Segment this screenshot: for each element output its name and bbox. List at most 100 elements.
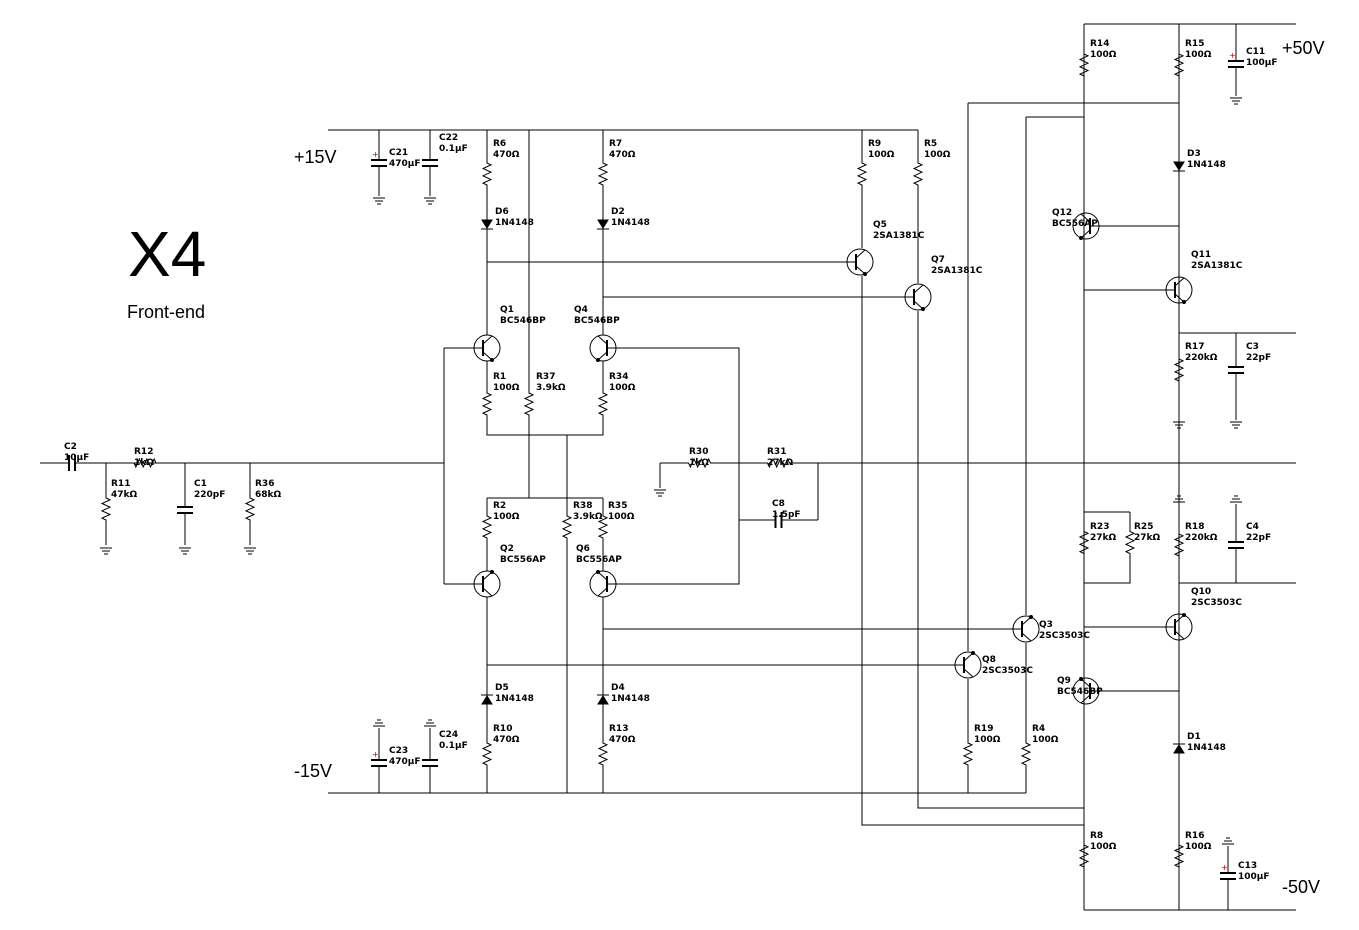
value-d3: 1N4148	[1187, 160, 1226, 170]
value-q8: 2SC3503C	[982, 666, 1033, 676]
polarity-mark: +	[372, 750, 379, 759]
polarity-mark: +	[1221, 863, 1228, 872]
wire	[913, 284, 924, 294]
resistor	[1124, 525, 1136, 560]
value-c21: 470µF	[389, 159, 421, 169]
wire	[1174, 293, 1185, 303]
ref-c2: C2	[64, 442, 77, 452]
resistor	[660, 457, 739, 469]
resistor	[739, 457, 818, 469]
resistor	[962, 740, 974, 768]
value-q4: BC546BP	[574, 316, 620, 326]
ref-q9: Q9	[1057, 676, 1071, 686]
transistor-body	[1072, 212, 1100, 240]
ref-r34: R34	[609, 372, 628, 382]
value-r35: 100Ω	[608, 512, 635, 522]
value-r25: 27kΩ	[1134, 533, 1161, 543]
ref-r23: R23	[1090, 522, 1109, 532]
wire	[963, 668, 974, 678]
ref-q10: Q10	[1191, 587, 1211, 597]
ref-r19: R19	[974, 724, 993, 734]
transistor-body	[1165, 613, 1193, 641]
diode-triangle	[1173, 744, 1185, 754]
value-r38: 3.9kΩ	[573, 512, 603, 522]
resistor	[1173, 840, 1185, 872]
resistor	[126, 457, 164, 469]
wire	[1080, 678, 1091, 688]
value-c1: 220pF	[194, 490, 225, 500]
ref-r31: R31	[767, 447, 786, 457]
resistor	[100, 493, 112, 525]
resistor	[1173, 530, 1185, 560]
ref-r16: R16	[1185, 831, 1204, 841]
resistor	[1173, 50, 1185, 80]
wire	[1080, 229, 1091, 239]
value-r9: 100Ω	[868, 150, 895, 160]
transistor-arrow	[971, 651, 975, 655]
ref-d3: D3	[1187, 149, 1201, 159]
resistor	[597, 514, 609, 540]
diode-triangle	[481, 219, 493, 229]
ref-r30: R30	[689, 447, 708, 457]
rail-label-pos15: +15V	[294, 147, 337, 167]
value-r37: 3.9kΩ	[536, 383, 566, 393]
wire	[1021, 632, 1032, 642]
ref-r5: R5	[924, 139, 937, 149]
transistor-arrow	[1079, 677, 1083, 681]
value-d4: 1N4148	[611, 694, 650, 704]
resistor	[561, 514, 573, 540]
diode-triangle	[1173, 161, 1185, 171]
value-q5: 2SA1381C	[873, 231, 925, 241]
ref-c21: C21	[389, 148, 408, 158]
transistor-body	[1165, 276, 1193, 304]
value-c8: 1.5pF	[772, 510, 801, 520]
wire	[597, 351, 608, 361]
wire	[597, 587, 608, 597]
value-q9: BC546BP	[1057, 687, 1103, 697]
ref-d4: D4	[611, 683, 625, 693]
resistor	[481, 160, 493, 188]
value-q7: 2SA1381C	[931, 266, 983, 276]
value-q6: BC556AP	[576, 555, 622, 565]
ref-c22: C22	[439, 133, 458, 143]
ref-r1: R1	[493, 372, 506, 382]
transistor-arrow	[1182, 300, 1186, 304]
resistor	[597, 390, 609, 418]
rail-label-neg15: -15V	[294, 761, 332, 781]
ref-r17: R17	[1185, 342, 1204, 352]
value-c13: 100µF	[1238, 872, 1270, 882]
rail-label-neg50: -50V	[1282, 877, 1320, 897]
wire	[1174, 630, 1185, 640]
transistor-body	[1012, 615, 1040, 643]
value-r30: 1kΩ	[689, 458, 709, 468]
resistor	[912, 160, 924, 188]
value-r23: 27kΩ	[1090, 533, 1117, 543]
ref-r11: R11	[111, 479, 130, 489]
transistor-arrow	[490, 570, 494, 574]
parts: ++++	[68, 50, 1244, 880]
ref-r7: R7	[609, 139, 622, 149]
value-d1: 1N4148	[1187, 743, 1226, 753]
wire	[917, 311, 1084, 809]
ref-c3: C3	[1246, 342, 1259, 352]
wire	[1080, 694, 1091, 704]
value-r34: 100Ω	[609, 383, 636, 393]
ref-r15: R15	[1185, 39, 1204, 49]
ref-r38: R38	[573, 501, 592, 511]
resistor	[244, 493, 256, 525]
polarity-mark: +	[372, 150, 379, 159]
ref-c1: C1	[194, 479, 207, 489]
transistor-arrow	[921, 307, 925, 311]
resistor	[481, 514, 493, 540]
wires	[40, 23, 1296, 911]
transistor-body	[846, 248, 874, 276]
resistor	[856, 160, 868, 188]
transistor-arrow	[490, 358, 494, 362]
wire	[597, 571, 608, 581]
value-r14: 100Ω	[1090, 50, 1117, 60]
ref-r25: R25	[1134, 522, 1153, 532]
ref-d6: D6	[495, 207, 509, 217]
ref-q12: Q12	[1052, 208, 1072, 218]
value-r13: 470Ω	[609, 735, 636, 745]
